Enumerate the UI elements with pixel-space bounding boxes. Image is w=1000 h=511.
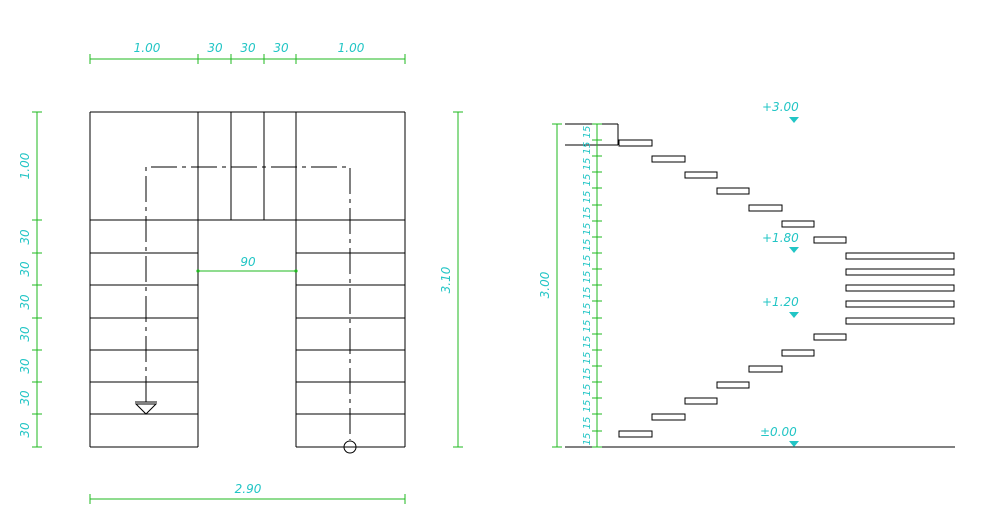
walking-line bbox=[134, 166, 357, 454]
riser-dim-text: 15 bbox=[582, 158, 593, 171]
riser-dim-text: 15 bbox=[582, 207, 593, 220]
plan-left-dim-text: 30 bbox=[18, 294, 32, 310]
elevation-text: ±0.00 bbox=[760, 425, 797, 439]
plan-left-dim-text: 30 bbox=[18, 422, 32, 438]
plan-left-dim-text: 30 bbox=[18, 229, 32, 245]
elevation-text: +1.80 bbox=[762, 231, 799, 245]
elevation-text: +1.20 bbox=[762, 295, 799, 309]
down-arrow-icon bbox=[134, 401, 158, 415]
elevation-triangle-icon bbox=[789, 441, 799, 447]
elevation-triangle-icon bbox=[789, 312, 799, 318]
riser-dim-text: 15 bbox=[582, 352, 593, 365]
stair-section: 3.00 bbox=[538, 100, 955, 448]
plan-top-dim-text: 1.00 bbox=[134, 41, 161, 55]
plan-right-dim-text: 3.10 bbox=[439, 266, 453, 293]
elevation-marker-top: +3.00 bbox=[762, 100, 799, 123]
riser-dim-text: 15 bbox=[582, 287, 593, 300]
plan-left-dim-text: 30 bbox=[18, 326, 32, 342]
plan-left-dim-text: 30 bbox=[18, 261, 32, 277]
section-riser-dimension: 15 15 15 15 15 15 15 15 15 15 15 15 15 1… bbox=[582, 123, 602, 448]
section-height-dim-text: 3.00 bbox=[538, 271, 552, 298]
elevation-text: +3.00 bbox=[762, 100, 799, 114]
plan-well-dim-text: 90 bbox=[240, 255, 256, 269]
plan-top-dim-text: 30 bbox=[240, 41, 256, 55]
riser-dim-text: 15 bbox=[582, 417, 593, 430]
section-steps bbox=[618, 139, 847, 438]
plan-bottom-dimension: 2.90 bbox=[89, 482, 406, 504]
riser-dim-text: 15 bbox=[582, 271, 593, 284]
section-height-dimension: 3.00 bbox=[538, 123, 562, 448]
plan-left-dimension: 1.00 30 30 30 30 30 30 30 bbox=[18, 111, 42, 448]
riser-dim-text: 15 bbox=[582, 255, 593, 268]
riser-labels: 15 15 15 15 15 15 15 15 15 15 15 15 15 1… bbox=[582, 126, 593, 446]
section-landing bbox=[845, 252, 955, 325]
plan-top-dim-text: 30 bbox=[207, 41, 223, 55]
riser-dim-text: 15 bbox=[582, 303, 593, 316]
riser-dim-text: 15 bbox=[582, 126, 593, 139]
riser-dim-text: 15 bbox=[582, 368, 593, 381]
plan-top-dim-text: 30 bbox=[273, 41, 289, 55]
plan-well-dimension: 90 bbox=[196, 255, 298, 273]
plan-bottom-dim-text: 2.90 bbox=[235, 482, 262, 496]
plan-top-dimension: 1.00 30 30 30 1.00 bbox=[89, 41, 406, 64]
elevation-marker-mid-upper: +1.80 bbox=[762, 231, 799, 253]
riser-dim-text: 15 bbox=[582, 223, 593, 236]
riser-dim-text: 15 bbox=[582, 384, 593, 397]
elevation-triangle-icon bbox=[789, 117, 799, 123]
stair-plan: 1.00 30 30 30 1.00 1.00 30 30 30 30 30 3… bbox=[18, 41, 463, 504]
elevation-triangle-icon bbox=[789, 247, 799, 253]
plan-left-dim-text: 30 bbox=[18, 358, 32, 374]
riser-dim-text: 15 bbox=[582, 239, 593, 252]
elevation-marker-mid-lower: +1.20 bbox=[762, 295, 799, 318]
plan-outline bbox=[89, 111, 406, 448]
plan-left-dim-text: 1.00 bbox=[18, 152, 32, 179]
plan-treads bbox=[90, 252, 405, 415]
plan-right-dimension: 3.10 bbox=[439, 111, 463, 448]
riser-dim-text: 15 bbox=[582, 142, 593, 155]
start-circle-icon bbox=[343, 440, 357, 454]
riser-dim-text: 15 bbox=[582, 400, 593, 413]
riser-dim-text: 15 bbox=[582, 320, 593, 333]
top-landing bbox=[565, 123, 619, 146]
riser-dim-text: 15 bbox=[582, 191, 593, 204]
riser-dim-text: 15 bbox=[582, 433, 593, 446]
riser-ticks bbox=[592, 123, 602, 448]
plan-left-dim-text: 30 bbox=[18, 390, 32, 406]
riser-dim-text: 15 bbox=[582, 336, 593, 349]
plan-top-dim-text: 1.00 bbox=[338, 41, 365, 55]
riser-dim-text: 15 bbox=[582, 174, 593, 187]
elevation-marker-ground: ±0.00 bbox=[760, 425, 799, 447]
